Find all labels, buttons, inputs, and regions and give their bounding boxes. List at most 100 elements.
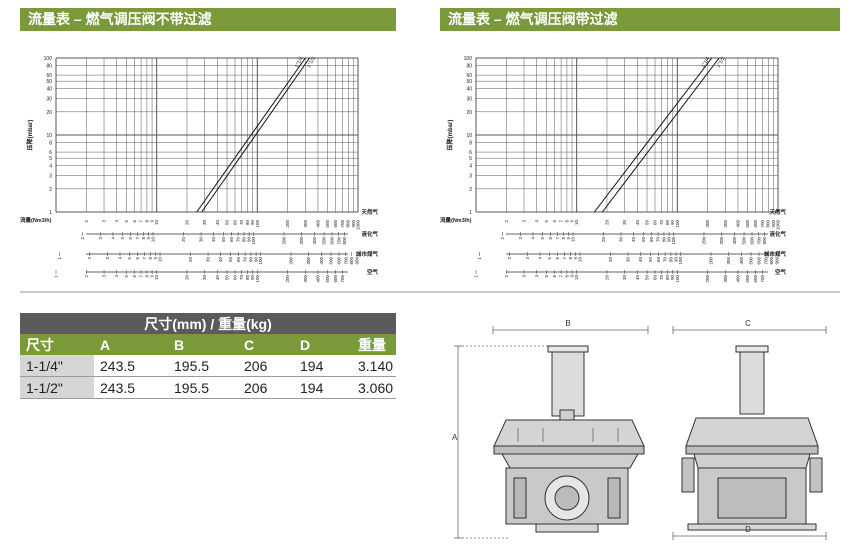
scale-lpg-tick-label: 40 xyxy=(631,237,636,243)
x-tick-label: 2 xyxy=(84,220,89,223)
scale-lpg-tick-label: 9 xyxy=(146,237,151,240)
scale-air-tick-label: 20 xyxy=(184,275,189,281)
scale-air-tick-label: 8 xyxy=(564,275,569,278)
scale-lpg-tick-label: 300 xyxy=(299,237,304,245)
scale-lpg-tick-label: 20 xyxy=(181,237,186,243)
y-tick-label: 5 xyxy=(49,156,52,162)
scale-lpg-tick-label: 100 xyxy=(671,237,676,245)
x-tick-label: 500 xyxy=(325,220,330,228)
y-tick-label: 10 xyxy=(466,133,472,139)
scale-city-gas-tick-label: 2 xyxy=(87,257,92,260)
scale-city-gas-tick-label: 800 xyxy=(769,257,774,265)
scale-city-gas-tick-label: 10 xyxy=(578,257,583,263)
scale-air-tick-label: 60 xyxy=(653,275,658,281)
scale-lpg-tick-label: 600 xyxy=(330,237,335,245)
scale-lpg-tick-label: 500 xyxy=(742,237,747,245)
x-tick-label: 50 xyxy=(645,220,650,226)
scale-lpg-tick-label: 50 xyxy=(641,237,646,243)
scale-air-tick-label: 70 xyxy=(239,275,244,281)
x-tick-label: 70 xyxy=(659,220,664,226)
scale-city-gas-tick-label: 50 xyxy=(648,257,653,263)
x-tick-label: 300 xyxy=(723,220,728,228)
x-tick-label: 600 xyxy=(333,220,338,228)
scale-air-tick-label: 80 xyxy=(665,275,670,281)
x-tick-label: 90 xyxy=(250,220,255,226)
scale-air-label: 空气 xyxy=(775,268,787,276)
scale-air-tick-label: 600 xyxy=(753,275,758,283)
scale-air-tick-label: 500 xyxy=(745,275,750,283)
scale-air-tick-label: 5 xyxy=(544,275,549,278)
x-axis-label: 流量(Nm3/h) xyxy=(440,216,472,224)
y-axis-label: 压降(mbar) xyxy=(446,120,454,151)
cell-b: 195.5 xyxy=(168,376,238,399)
scale-lpg-tick-label: 20 xyxy=(601,237,606,243)
scale-lpg-tick-label: 30 xyxy=(619,237,624,243)
scale-air-tick-label: 5 xyxy=(124,275,129,278)
x-tick-label: 5 xyxy=(124,220,129,223)
scale-air-tick-label: 60 xyxy=(233,275,238,281)
cell-size: 1-1/2" xyxy=(20,376,94,399)
x-tick-label: 6 xyxy=(132,220,137,223)
y-tick-label: 30 xyxy=(466,96,472,102)
scale-city-gas-tick-label: 700 xyxy=(343,257,348,265)
x-tick-label: 9 xyxy=(570,220,575,223)
scale-city-gas-tick-label: 3 xyxy=(525,257,530,260)
cell-c: 206 xyxy=(238,376,294,399)
y-tick-label: 1 xyxy=(49,210,52,216)
y-tick-label: 20 xyxy=(46,110,52,116)
scale-city-gas-tick-label: 4 xyxy=(117,257,122,260)
scale-city-gas-tick-label: 7 xyxy=(142,257,147,260)
x-tick-label: 100 xyxy=(255,220,260,228)
scale-lpg-tick-label: 8 xyxy=(141,237,146,240)
scale-lpg-tick-label: 70 xyxy=(656,237,661,243)
scale-air-tick-label: 400 xyxy=(315,275,320,283)
y-tick-label: 100 xyxy=(44,56,53,62)
table-caption: 尺寸(mm) / 重量(kg) xyxy=(20,313,396,334)
scale-city-gas-tick-label: 70 xyxy=(243,257,248,263)
series-label: 1"1/4 xyxy=(294,56,305,69)
scale-city-gas-tick-label: 300 xyxy=(306,257,311,265)
x-tick-label: 1000 xyxy=(776,220,781,231)
x-tick-label: 80 xyxy=(665,220,670,226)
y-tick-label: 4 xyxy=(469,164,472,170)
scale-city-gas-tick-label: 700 xyxy=(763,257,768,265)
x-tick-label: 900 xyxy=(771,220,776,228)
x-tick-label: 200 xyxy=(285,220,290,228)
header-d: D xyxy=(294,334,352,355)
x-tick-label: 70 xyxy=(239,220,244,226)
scale-air-tick-label: 10 xyxy=(154,275,159,281)
x-tick-label: 2 xyxy=(504,220,509,223)
scale-lpg-tick-label: 10 xyxy=(571,237,576,243)
scale-city-gas-tick-label: 500 xyxy=(329,257,334,265)
x-tick-label: 200 xyxy=(705,220,710,228)
scale-air-tick-label: 300 xyxy=(723,275,728,283)
x-tick-label: 4 xyxy=(114,220,119,223)
y-axis-label: 压降(mbar) xyxy=(26,120,34,151)
x-tick-label: 800 xyxy=(766,220,771,228)
scale-lpg-tick-label: 800 xyxy=(342,237,347,245)
dimension-label-c: C xyxy=(745,319,751,328)
scale-city-gas-tick-label: 8 xyxy=(568,257,573,260)
scale-air-tick-label: 30 xyxy=(622,275,627,281)
scale-city-gas-tick-label: 20 xyxy=(188,257,193,263)
cell-d: 194 xyxy=(294,355,352,377)
scale-lpg-tick-label: 50 xyxy=(221,237,226,243)
scale-city-gas-tick-label: 200 xyxy=(709,257,714,265)
scale-lpg-tick-label: 9 xyxy=(566,237,571,240)
scale-lpg-tick-label: 4 xyxy=(530,237,535,240)
scale-city-gas-tick-label: 5 xyxy=(547,257,552,260)
gas-label-natural: 天然气 xyxy=(361,208,378,216)
scale-air-tick-label: 8 xyxy=(144,275,149,278)
scale-city-gas-tick-label: 40 xyxy=(638,257,643,263)
scale-city-gas-tick-label: 1 xyxy=(477,257,482,260)
cell-c: 206 xyxy=(238,355,294,377)
scale-lpg-tick-label: 30 xyxy=(199,237,204,243)
x-tick-label: 700 xyxy=(340,220,345,228)
right-panel-title: 流量表 – 燃气调压阀带过滤 xyxy=(440,8,840,31)
x-tick-label: 300 xyxy=(303,220,308,228)
left-panel-title: 流量表 – 燃气调压阀不带过滤 xyxy=(20,8,396,31)
scale-air-tick-label: 200 xyxy=(705,275,710,283)
scale-lpg-tick-label: 400 xyxy=(732,237,737,245)
